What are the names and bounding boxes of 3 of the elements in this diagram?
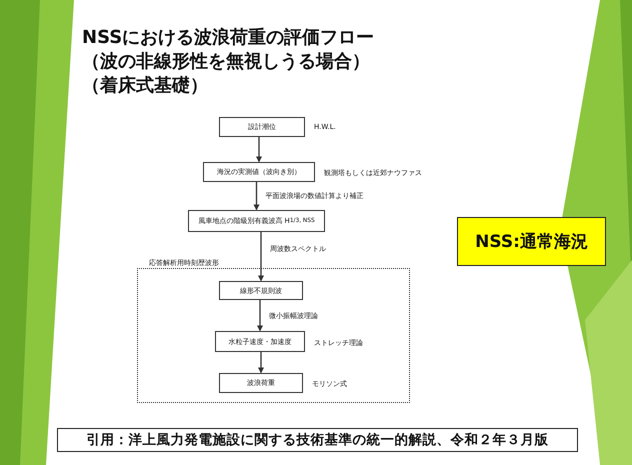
citation-box: 引用：洋上風力発電施設に関する技術基準の統一的解説、令和２年３月版 [57,428,578,452]
highlight-box: NSS:通常海況 [457,217,606,266]
slide-title: NSSにおける波浪荷重の評価フロー（波の非線形性を無視しうる場合）（着床式基礎） [82,26,376,98]
